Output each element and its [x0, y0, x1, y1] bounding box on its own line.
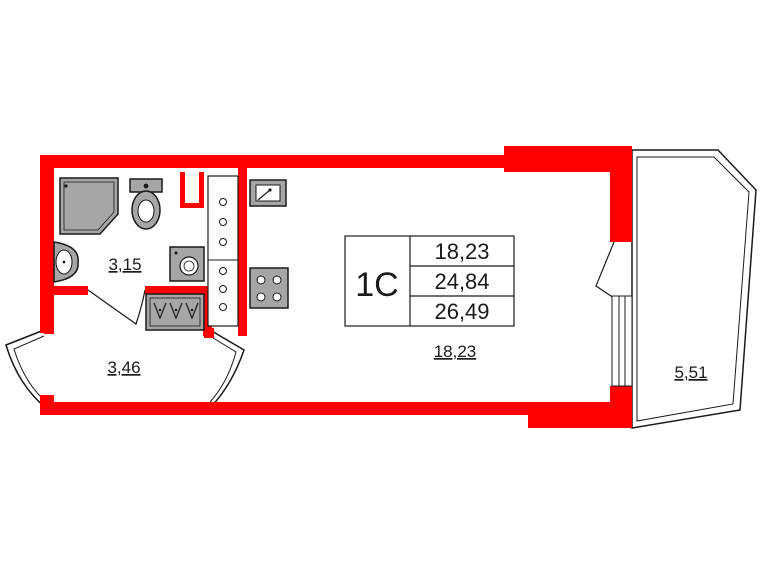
- total-area-value: 24,84: [434, 269, 489, 294]
- main-room-area-label: 18,23: [434, 342, 477, 361]
- shower-icon: [59, 177, 119, 235]
- bathroom-area-label: 3,15: [108, 255, 141, 274]
- kitchen-sink-icon: [249, 179, 287, 207]
- apartment-type-label: 1С: [355, 266, 398, 304]
- balcony-outline: [631, 149, 757, 429]
- washing-machine-icon: [169, 246, 205, 282]
- washbasin-icon: [53, 241, 79, 283]
- total-with-balcony-value: 26,49: [434, 299, 489, 324]
- hallway-area-label: 3,46: [107, 358, 140, 377]
- wardrobe-icon: [145, 293, 205, 331]
- stove-icon: [249, 267, 289, 309]
- bathroom-door-swing: [87, 289, 146, 325]
- apartment-info-table: 1С 18,23 24,84 26,49: [344, 235, 515, 327]
- kitchen-counter: [207, 175, 239, 327]
- balcony-area-label: 5,51: [674, 363, 707, 382]
- living-area-value: 18,23: [434, 239, 489, 264]
- walls: [40, 146, 632, 428]
- toilet-icon: [129, 178, 163, 230]
- balcony-door: [595, 241, 633, 387]
